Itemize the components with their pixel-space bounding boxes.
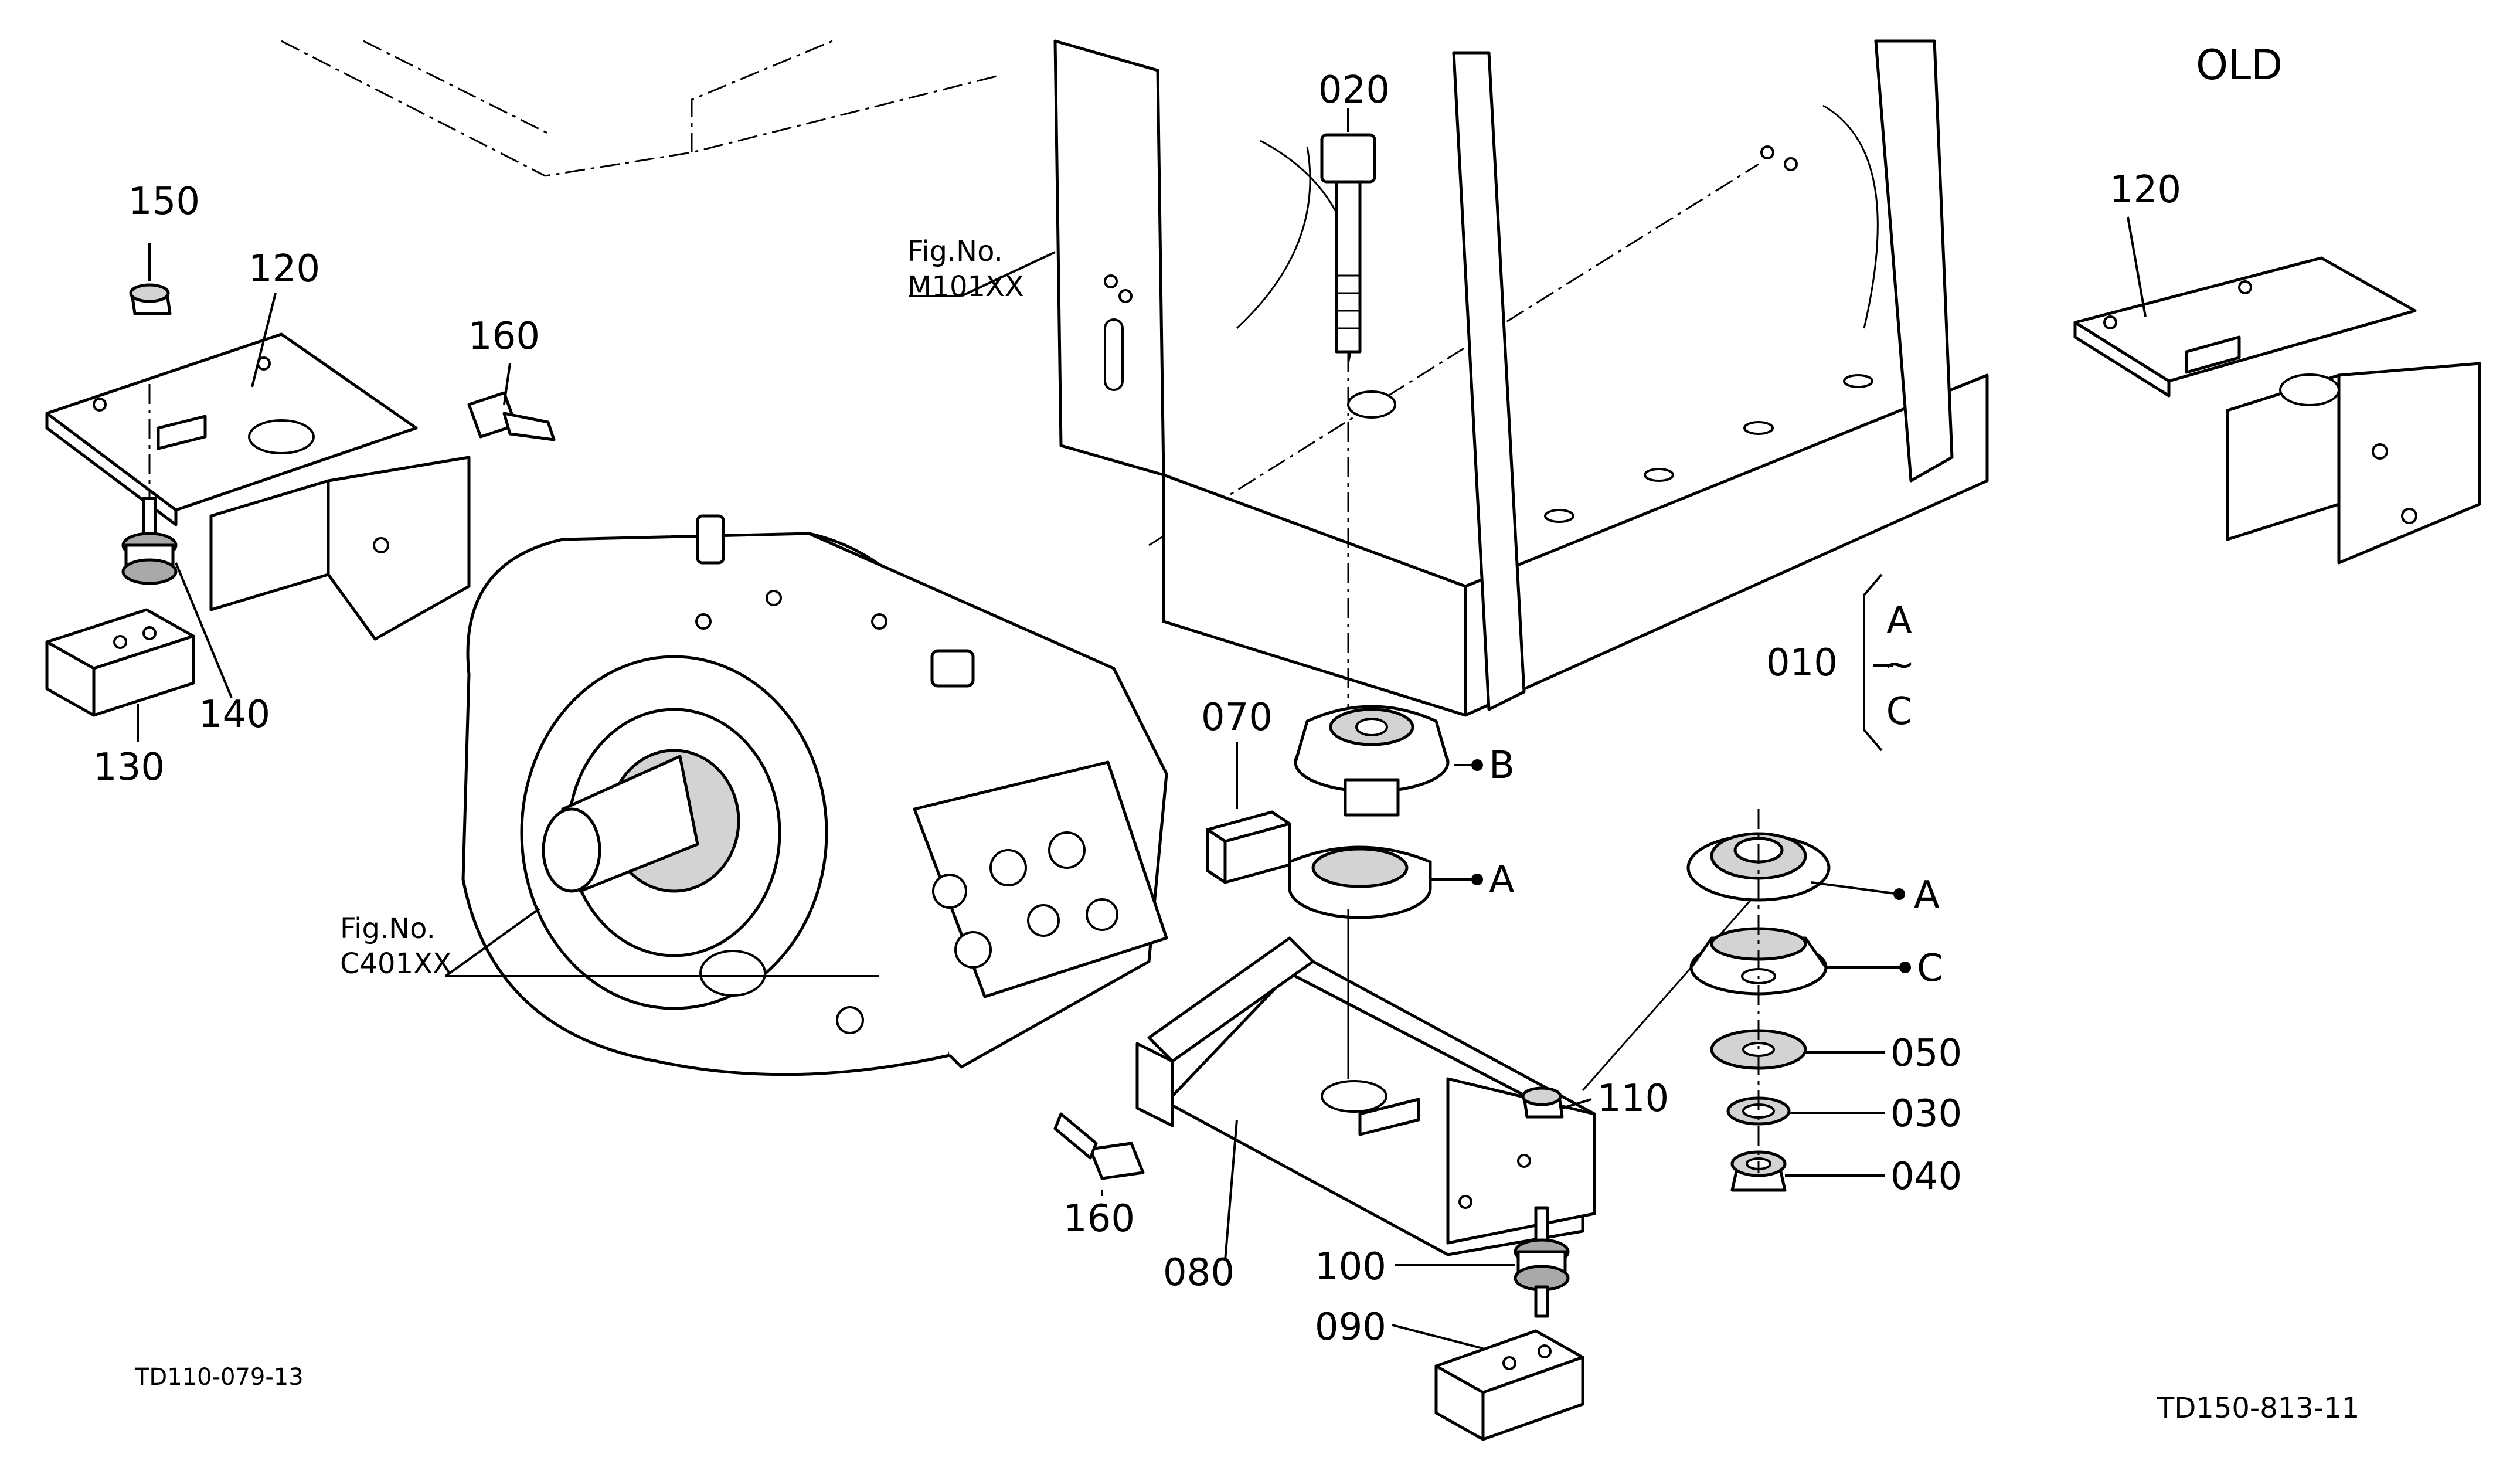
part-label-050: 050	[1890, 1032, 1962, 1075]
leader-lines	[137, 108, 2147, 1350]
part-label-160-top: 160	[468, 315, 540, 358]
variant-old-label: OLD	[2196, 41, 2283, 89]
fig-ref-c401-code: C401XX	[340, 947, 452, 980]
part-label-070: 070	[1201, 696, 1273, 739]
group-start-a: A	[1886, 599, 1912, 643]
marker-upper-a: A	[1489, 858, 1515, 902]
group-end-c: C	[1886, 690, 1913, 733]
mount-variant-a-upper	[1288, 845, 1432, 919]
bolt-160-top	[467, 391, 556, 441]
marker-right-a: A	[1914, 874, 1940, 917]
part-label-020: 020	[1318, 69, 1390, 112]
block-130	[45, 608, 195, 717]
part-label-120: 120	[249, 247, 320, 291]
part-label-110: 110	[1597, 1077, 1669, 1120]
block-070	[1206, 810, 1291, 884]
bracket-old-120	[2073, 256, 2481, 565]
bolt-020	[1320, 133, 1376, 739]
part-label-030: 030	[1890, 1092, 1962, 1136]
block-090	[1434, 1329, 1584, 1441]
rubber-mount-100	[1514, 1206, 1570, 1318]
part-label-150: 150	[128, 180, 200, 223]
group-tilde: ~	[1883, 643, 1915, 687]
fig-ref-c401-title: Fig.No.	[340, 912, 436, 945]
mount-variant-b	[1294, 705, 1450, 817]
part-label-120-old: 120	[2110, 168, 2181, 212]
fig-ref-m101-code: M101XX	[907, 270, 1024, 303]
rubber-mount-140	[121, 497, 178, 585]
fig-ref-m101-title: Fig.No.	[907, 235, 1003, 268]
part-label-160-bottom: 160	[1063, 1197, 1135, 1241]
lock-washer-030	[1726, 1096, 1791, 1126]
nut-110	[1521, 1086, 1564, 1119]
drawing-code-left: TD110-079-13	[134, 1364, 304, 1391]
drawing-code-right: TD150-813-11	[2157, 1392, 2359, 1425]
part-label-010: 010	[1766, 641, 1838, 685]
marker-right-c: C	[1917, 947, 1943, 990]
frame-outline	[281, 39, 1989, 717]
part-label-130: 130	[93, 746, 165, 789]
bracket-lower-080	[1135, 891, 1760, 1256]
transmission-housing	[461, 514, 1168, 1076]
marker-upper-b: B	[1489, 744, 1515, 787]
bracket-left-120	[45, 332, 471, 641]
part-label-090: 090	[1315, 1306, 1386, 1349]
part-label-080: 080	[1163, 1251, 1235, 1295]
bolt-160-bottom	[1053, 1112, 1145, 1180]
nut-150	[129, 283, 172, 315]
part-label-100: 100	[1315, 1245, 1386, 1289]
part-label-140: 140	[199, 693, 270, 736]
part-label-040: 040	[1890, 1155, 1962, 1198]
